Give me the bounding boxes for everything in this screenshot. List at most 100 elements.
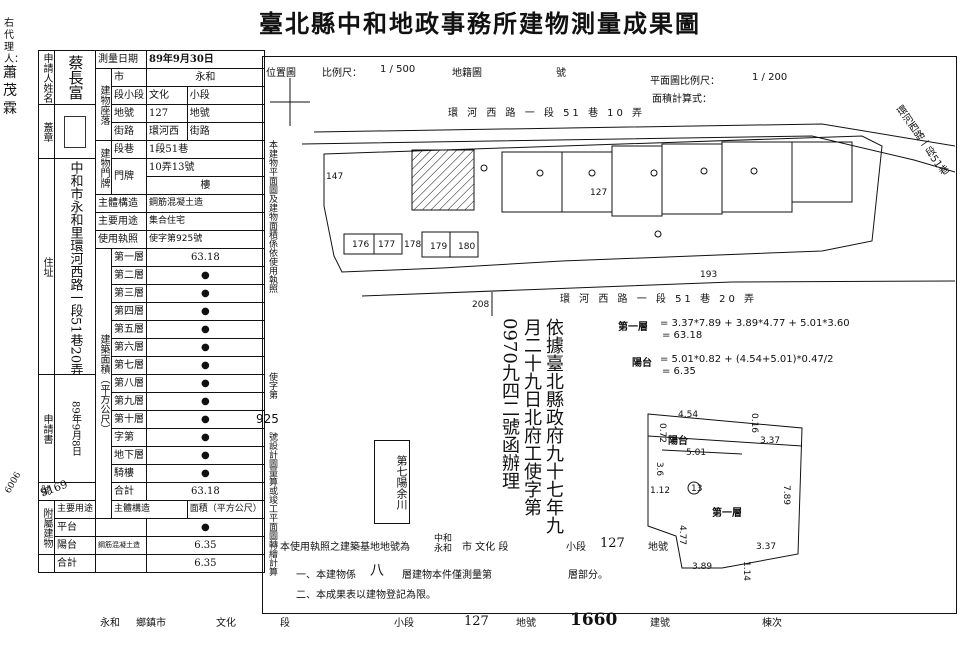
official-stamp: 第七陽余川 xyxy=(374,440,410,524)
balcony-label: 陽台 xyxy=(668,436,688,447)
basement-value: ● xyxy=(146,446,265,465)
city-value: 永和 xyxy=(146,68,265,87)
doorplate-label: 門牌 xyxy=(111,158,148,195)
note-city: 中和永和 xyxy=(434,534,453,554)
city-label: 市 xyxy=(111,68,148,87)
lot-number: 208 xyxy=(472,300,490,310)
calc1-expr: = 3.37*7.89 + 3.89*4.77 + 5.01*3.60 xyxy=(660,318,850,329)
lot-number: 179 xyxy=(430,242,448,252)
floor-value: ● xyxy=(146,374,265,393)
lot-value: 127 xyxy=(146,104,188,123)
plan-dim: 1.12 xyxy=(650,486,671,496)
bottom-section-label: 段 xyxy=(280,618,290,629)
floor-name: 第九層 xyxy=(111,392,148,411)
scale-label: 比例尺： xyxy=(322,68,362,79)
structure-value: 鋼筋混凝土造 xyxy=(146,194,265,213)
floor-name: 第五層 xyxy=(111,320,148,339)
basement-label: 地下層 xyxy=(111,446,148,465)
annex-structure-header: 主體構造 xyxy=(111,500,188,519)
bottom-lot-value: 127 xyxy=(464,614,489,629)
first-floor-label: 第一層 xyxy=(712,508,742,519)
area-calc-label: 面積計算式： xyxy=(652,94,712,105)
door-label: 建物門牌 xyxy=(95,140,113,195)
seal-label: 蓋章 xyxy=(38,104,55,159)
floor-value: ● xyxy=(146,302,265,321)
structure-label: 主體構造 xyxy=(95,194,148,213)
lot-number: 127 xyxy=(590,188,608,198)
lane-value: 1段51巷 xyxy=(146,140,265,159)
floor-value: ● xyxy=(146,356,265,375)
annex-area-header: 面積（平方公尺） xyxy=(186,500,265,519)
address-value: 中和市永和里環河西路一段51巷20弄12號 xyxy=(53,158,97,375)
annex-usage: 平台 xyxy=(53,518,97,537)
note-small: 小段 xyxy=(566,542,586,553)
agent-name: 蕭茂霖 xyxy=(3,65,17,117)
applicant-label: 申請人姓名 xyxy=(38,50,55,105)
agent-note: 右代理人： xyxy=(4,18,24,65)
plan-scale-value: 1 / 200 xyxy=(752,72,788,83)
survey-date-label: 測量日期 xyxy=(95,50,148,69)
plan-dim: 4.54 xyxy=(678,410,699,420)
plan-dim: 3.89 xyxy=(692,562,713,572)
floor-name: 第七層 xyxy=(111,356,148,375)
annex-structure: 鋼筋混凝土造 xyxy=(95,536,148,555)
floor-value: ● xyxy=(146,392,265,411)
sheet-label: 地籍圖 xyxy=(452,68,482,79)
floor-name: 第六層 xyxy=(111,338,148,357)
extra-value: ● xyxy=(146,428,265,447)
annex-total-label: 合計 xyxy=(53,554,97,573)
sheet-number-label: 號 xyxy=(556,68,566,79)
lane-label: 段巷 xyxy=(111,140,148,159)
annex-usage-header: 主要用途 xyxy=(53,500,97,519)
drawing-area xyxy=(262,56,957,614)
area-col-label: 建築面積（平方公尺） xyxy=(95,248,113,519)
usage-value: 集合住宅 xyxy=(146,212,265,231)
address-label: 住址 xyxy=(38,158,55,375)
floor-name: 第十層 xyxy=(111,410,148,429)
doorplate-value: 10弄13號 xyxy=(146,158,265,177)
position-label: 位置圖 xyxy=(266,68,296,79)
permit-label: 使用執照 xyxy=(95,230,148,249)
floor-value: ● xyxy=(146,338,265,357)
plan-dim: 3.37 xyxy=(756,542,777,552)
floor-value: ● xyxy=(146,410,265,429)
bottom-order-label: 棟次 xyxy=(762,618,782,629)
plan-dim: 0.72 xyxy=(657,422,668,444)
calc2-result: = 6.35 xyxy=(662,366,696,377)
bottom-small-label: 小段 xyxy=(394,618,414,629)
street-value: 環河西 xyxy=(146,122,188,141)
total-label: 合計 xyxy=(111,482,148,501)
word-value: 89年9月8日 xyxy=(53,374,97,483)
annex-label: 附屬建物 xyxy=(38,500,55,555)
section-label: 段小段 xyxy=(111,86,148,105)
lot-number: 147 xyxy=(326,172,344,182)
circle-label: 13 xyxy=(691,484,703,494)
handwritten-note: 依據臺北縣政府九十七年九月二十九日北府工使字第0970九四二號函辦理 xyxy=(499,318,564,534)
side-code: 6006 xyxy=(3,470,24,496)
calc1-result: = 63.18 xyxy=(662,330,703,341)
page-title: 臺北縣中和地政事務所建物測量成果圖 xyxy=(259,10,701,38)
bottom-bar: 永和 鄉鎮市 文化 段 小段 127 地號 1660 建號 棟次 xyxy=(40,610,956,636)
section-value: 文化 xyxy=(146,86,188,105)
scale-value: 1 / 500 xyxy=(380,64,416,75)
annex-usage: 陽台 xyxy=(53,536,97,555)
road-top: 環 河 西 路 一 段 51 巷 10 弄 xyxy=(448,108,646,119)
note1-value: 八 xyxy=(370,563,384,579)
small-section: 小段 xyxy=(186,86,265,105)
calc1-label: 第一層 xyxy=(618,322,648,333)
lot-number: 180 xyxy=(458,242,476,252)
applicant-no-label: 申請書 xyxy=(38,374,55,483)
lot-number: 176 xyxy=(352,240,370,250)
calc2-label: 陽台 xyxy=(632,358,652,369)
road-bottom: 環 河 西 路 一 段 51 巷 20 弄 xyxy=(560,294,758,305)
site-drawing xyxy=(270,78,955,569)
bottom-lot-label: 地號 xyxy=(516,618,536,629)
note-city2: 市 文化 段 xyxy=(462,542,509,553)
plan-dim: 3.37 xyxy=(760,436,781,446)
lot-number: 177 xyxy=(378,240,396,250)
roof-value: ● xyxy=(146,464,265,483)
bottom-building-label: 建號 xyxy=(650,618,670,629)
floor-value: ● xyxy=(146,266,265,285)
lot-number: 193 xyxy=(700,270,718,280)
usage-label: 主要用途 xyxy=(95,212,148,231)
